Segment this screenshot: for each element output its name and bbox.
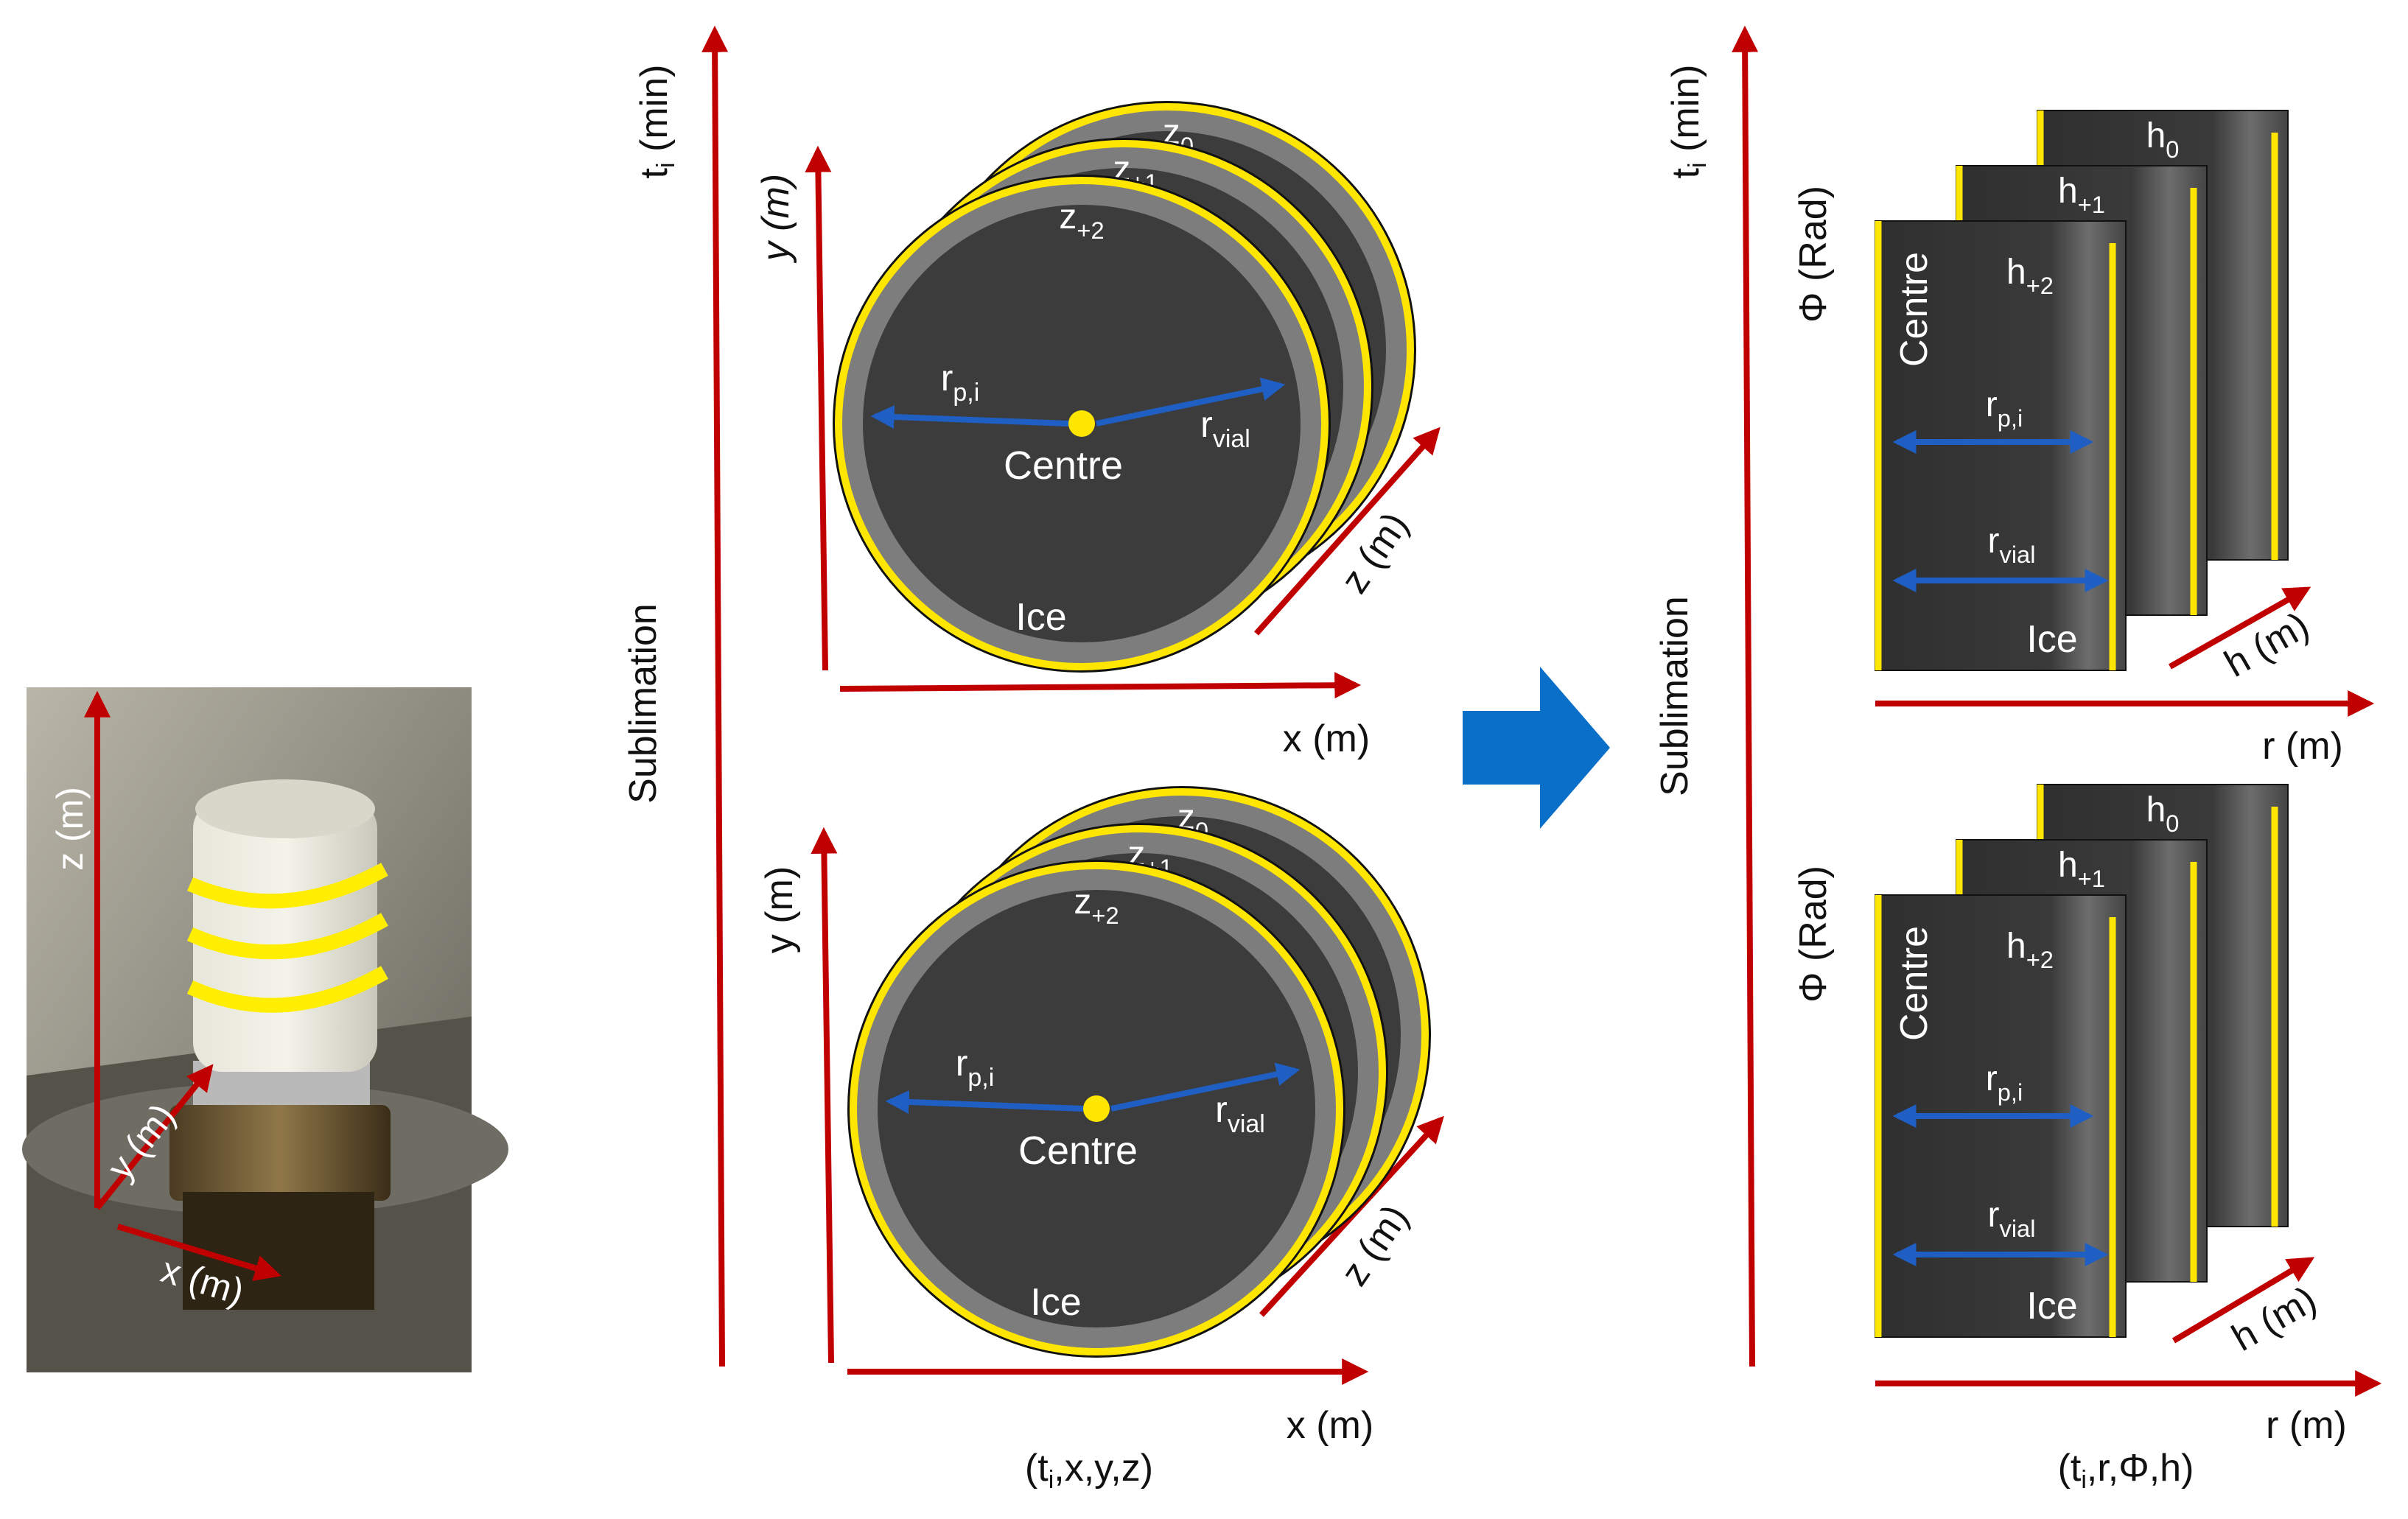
polar-panel: ti (min) Sublimation r (m) h (m) Φ (Rad)… <box>1653 25 2382 1494</box>
lower-centre-label: Centre <box>1893 926 1936 1041</box>
upper-phi-label: Φ (Rad) <box>1792 186 1835 323</box>
holder-base <box>183 1192 374 1310</box>
upper-h-axis <box>2169 586 2311 670</box>
polar-process-label: Sublimation <box>1653 596 1696 796</box>
cartesian-process-label: Sublimation <box>622 603 665 804</box>
lower-rvial-arrow <box>1110 1062 1301 1112</box>
lower-y-axis <box>811 827 838 1364</box>
upper-r-label: r (m) <box>2262 725 2343 768</box>
lower-x-label: x (m) <box>1287 1404 1373 1447</box>
upper-y-axis <box>805 145 832 671</box>
lower-centre-dot <box>1083 1095 1110 1122</box>
photo-z-label: z (m) <box>49 787 91 871</box>
upper-y-label: y (m) <box>755 174 797 263</box>
upper-rp-label: rp,i <box>941 357 980 407</box>
upper-h-label: h (m) <box>2217 604 2316 686</box>
upper-rvial-arrow <box>1096 377 1286 427</box>
upper-x-label: x (m) <box>1283 718 1370 760</box>
lower-rvial-label: rvial <box>1988 1196 2036 1242</box>
upper-strip-2-label: h+2 <box>2006 253 2054 299</box>
upper-rvial-label: rvial <box>1988 522 2036 568</box>
upper-rvial-label: rvial <box>1200 404 1250 453</box>
lower-rvial-label: rvial <box>1215 1089 1265 1138</box>
upper-strip-0-label: h0 <box>2146 116 2180 163</box>
lower-rp-label: rp,i <box>1986 1059 2023 1106</box>
lower-rp-arrow <box>885 1090 1084 1114</box>
photo-band-bottom <box>186 966 388 1013</box>
cartesian-panel: ti (min) Sublimation y (m) x (m) z (m) z… <box>622 25 1444 1494</box>
photo-band-top <box>187 863 388 909</box>
right-arrow-icon <box>1463 667 1610 829</box>
cartesian-coordinates: (ti,x,y,z) <box>1025 1447 1153 1494</box>
upper-rp-arrow <box>870 404 1069 429</box>
polar-time-label: ti (min) <box>1665 65 1712 179</box>
upper-ice-label: Ice <box>1015 596 1066 639</box>
upper-strip-1-label: h+1 <box>2058 172 2105 218</box>
lower-y-label: y (m) <box>758 866 801 953</box>
lower-h-axis <box>2171 1257 2315 1344</box>
vial-holder <box>169 1105 391 1201</box>
lower-strip-0-label: h0 <box>2146 790 2180 837</box>
polar-coordinates: (ti,r,Φ,h) <box>2058 1447 2194 1494</box>
lower-strip-1-label: h+1 <box>2058 846 2105 892</box>
lower-strip-2-label: h+2 <box>2006 927 2054 973</box>
lower-r-label: r (m) <box>2266 1404 2347 1447</box>
upper-x-axis <box>839 672 1362 699</box>
upper-centre-label: Centre <box>1893 252 1936 367</box>
lower-rp-label: rp,i <box>956 1042 995 1092</box>
cartesian-time-axis <box>701 25 729 1367</box>
lower-h-label: h (m) <box>2225 1278 2323 1360</box>
lower-slice-2-label: z+2 <box>1074 883 1119 929</box>
upper-centre-label: Centre <box>1004 443 1123 488</box>
upper-slice-2-label: z+2 <box>1059 197 1104 244</box>
lower-centre-label: Centre <box>1018 1129 1138 1173</box>
lower-ice-label: Ice <box>1030 1281 1081 1324</box>
upper-centre-dot <box>1068 410 1095 437</box>
photo-x-axis <box>116 1224 281 1281</box>
upper-z-axis <box>1254 427 1441 636</box>
upper-ice-label: Ice <box>2026 618 2077 661</box>
photo-band-middle <box>186 913 388 960</box>
cartesian-time-label: ti (min) <box>633 65 680 179</box>
polar-time-axis <box>1732 25 1759 1367</box>
photo-y-axis <box>94 1064 214 1210</box>
upper-rp-label: rp,i <box>1986 385 2023 432</box>
lower-ice-label: Ice <box>2026 1285 2077 1327</box>
lower-phi-label: Φ (Rad) <box>1792 866 1835 1003</box>
ice-top <box>195 779 375 838</box>
vial-photo: z (m) y (m) x (m) <box>22 687 508 1372</box>
